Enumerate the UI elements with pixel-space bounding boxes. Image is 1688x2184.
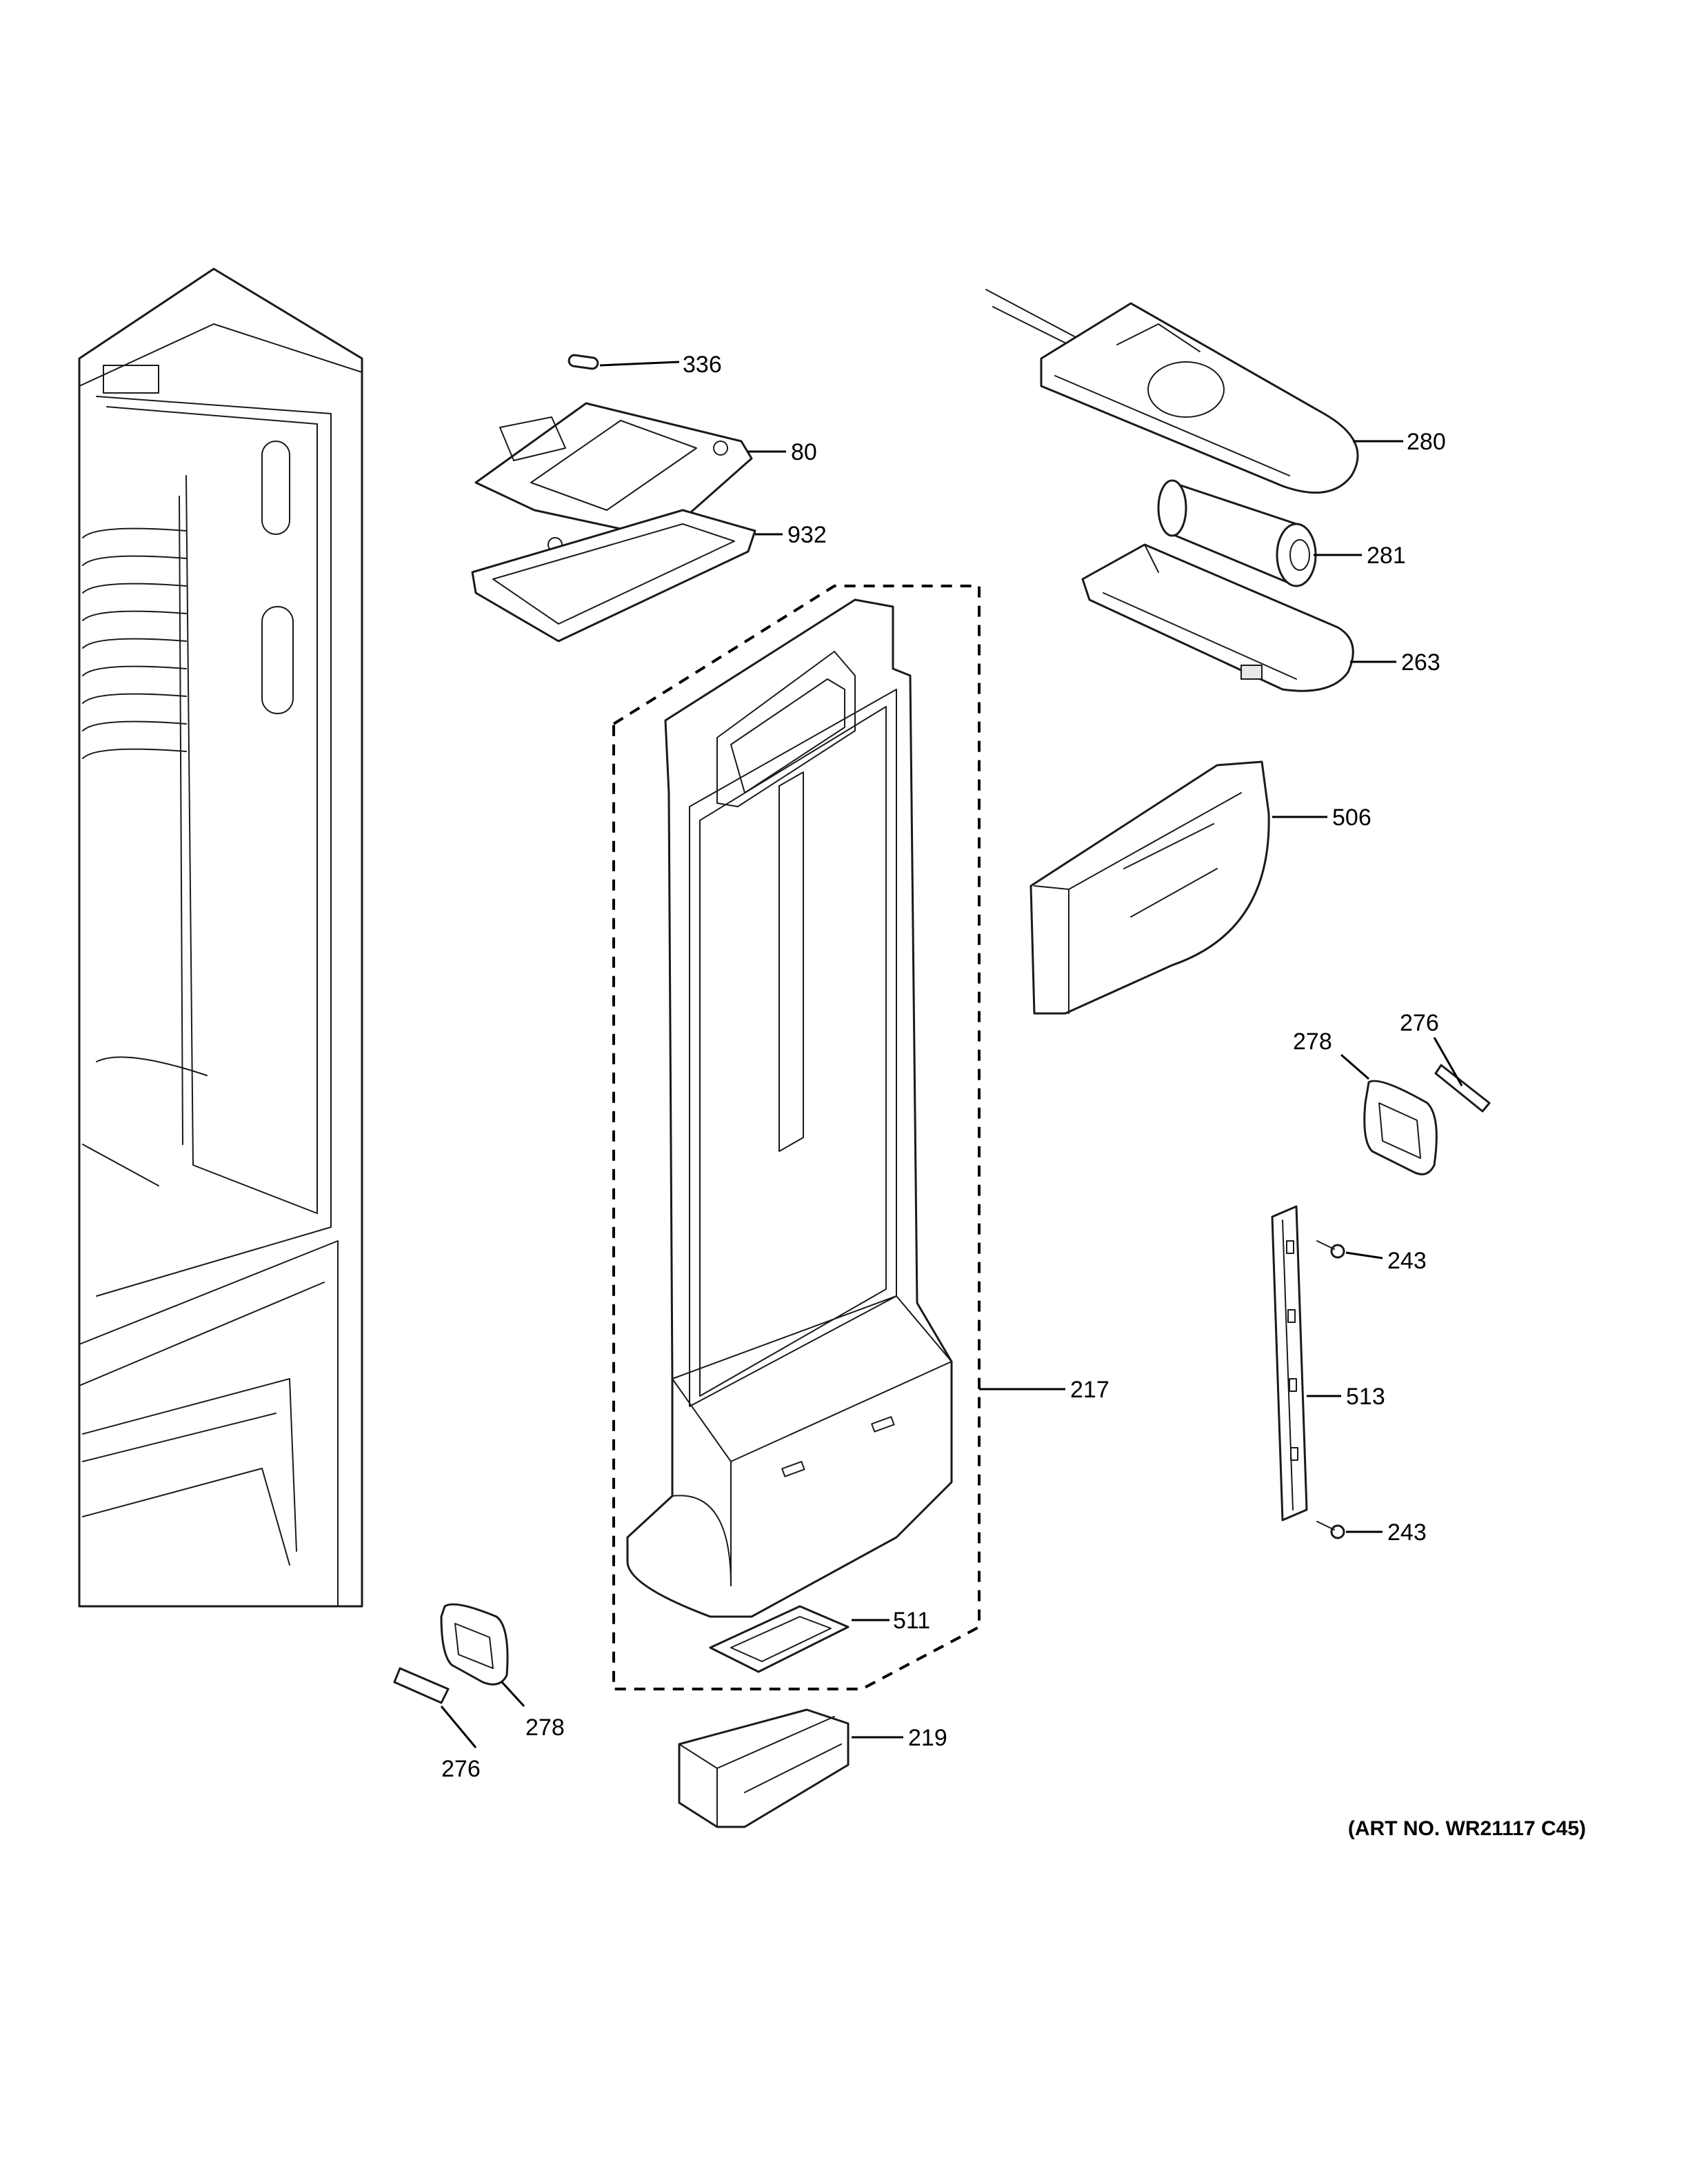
- art-number: (ART NO. WR21117 C45): [1348, 1817, 1586, 1840]
- callout-276-upper: 276: [1400, 1010, 1439, 1036]
- callout-217: 217: [1070, 1377, 1109, 1403]
- callout-281: 281: [1367, 543, 1406, 569]
- part-243-screw-lower: [1316, 1521, 1345, 1539]
- callout-276-lower: 276: [441, 1756, 481, 1782]
- part-278-grommet-right: [1363, 1080, 1438, 1175]
- part-217-dispenser-panel: [612, 585, 981, 1690]
- callout-219: 219: [908, 1725, 947, 1751]
- part-336-pin: [567, 354, 599, 370]
- part-281-filter-cartridge: [1157, 479, 1317, 587]
- part-511-pad: [709, 1605, 850, 1673]
- callout-278-upper: 278: [1293, 1029, 1332, 1055]
- part-276-sensor-left: [393, 1667, 450, 1704]
- callout-336: 336: [683, 352, 722, 378]
- part-280-upper-housing: [985, 289, 1359, 494]
- part-506-cover: [1029, 760, 1270, 1015]
- callout-243-lower: 243: [1387, 1519, 1427, 1546]
- refrigerator-cabinet: [78, 267, 363, 1608]
- part-219-chute: [678, 1708, 850, 1828]
- callout-labels: 336 80 932 280 281 263 506 276 278 243 2…: [441, 352, 1586, 1840]
- callout-932: 932: [787, 522, 827, 548]
- callout-506: 506: [1332, 805, 1372, 831]
- callout-80: 80: [791, 439, 817, 465]
- callout-263: 263: [1401, 649, 1440, 676]
- part-263-lower-housing: [1081, 543, 1354, 692]
- part-243-screw-upper: [1316, 1240, 1345, 1259]
- part-932-tray: [471, 509, 756, 643]
- callout-280: 280: [1407, 429, 1446, 455]
- callout-511: 511: [893, 1608, 930, 1634]
- callout-243-upper: 243: [1387, 1248, 1427, 1274]
- part-276-sensor-right: [1434, 1064, 1491, 1113]
- callout-513: 513: [1346, 1384, 1385, 1410]
- part-513-rail: [1271, 1205, 1308, 1521]
- callout-278-lower: 278: [525, 1715, 565, 1741]
- leader-lines: [440, 361, 1463, 1748]
- part-278-grommet-left: [440, 1603, 509, 1686]
